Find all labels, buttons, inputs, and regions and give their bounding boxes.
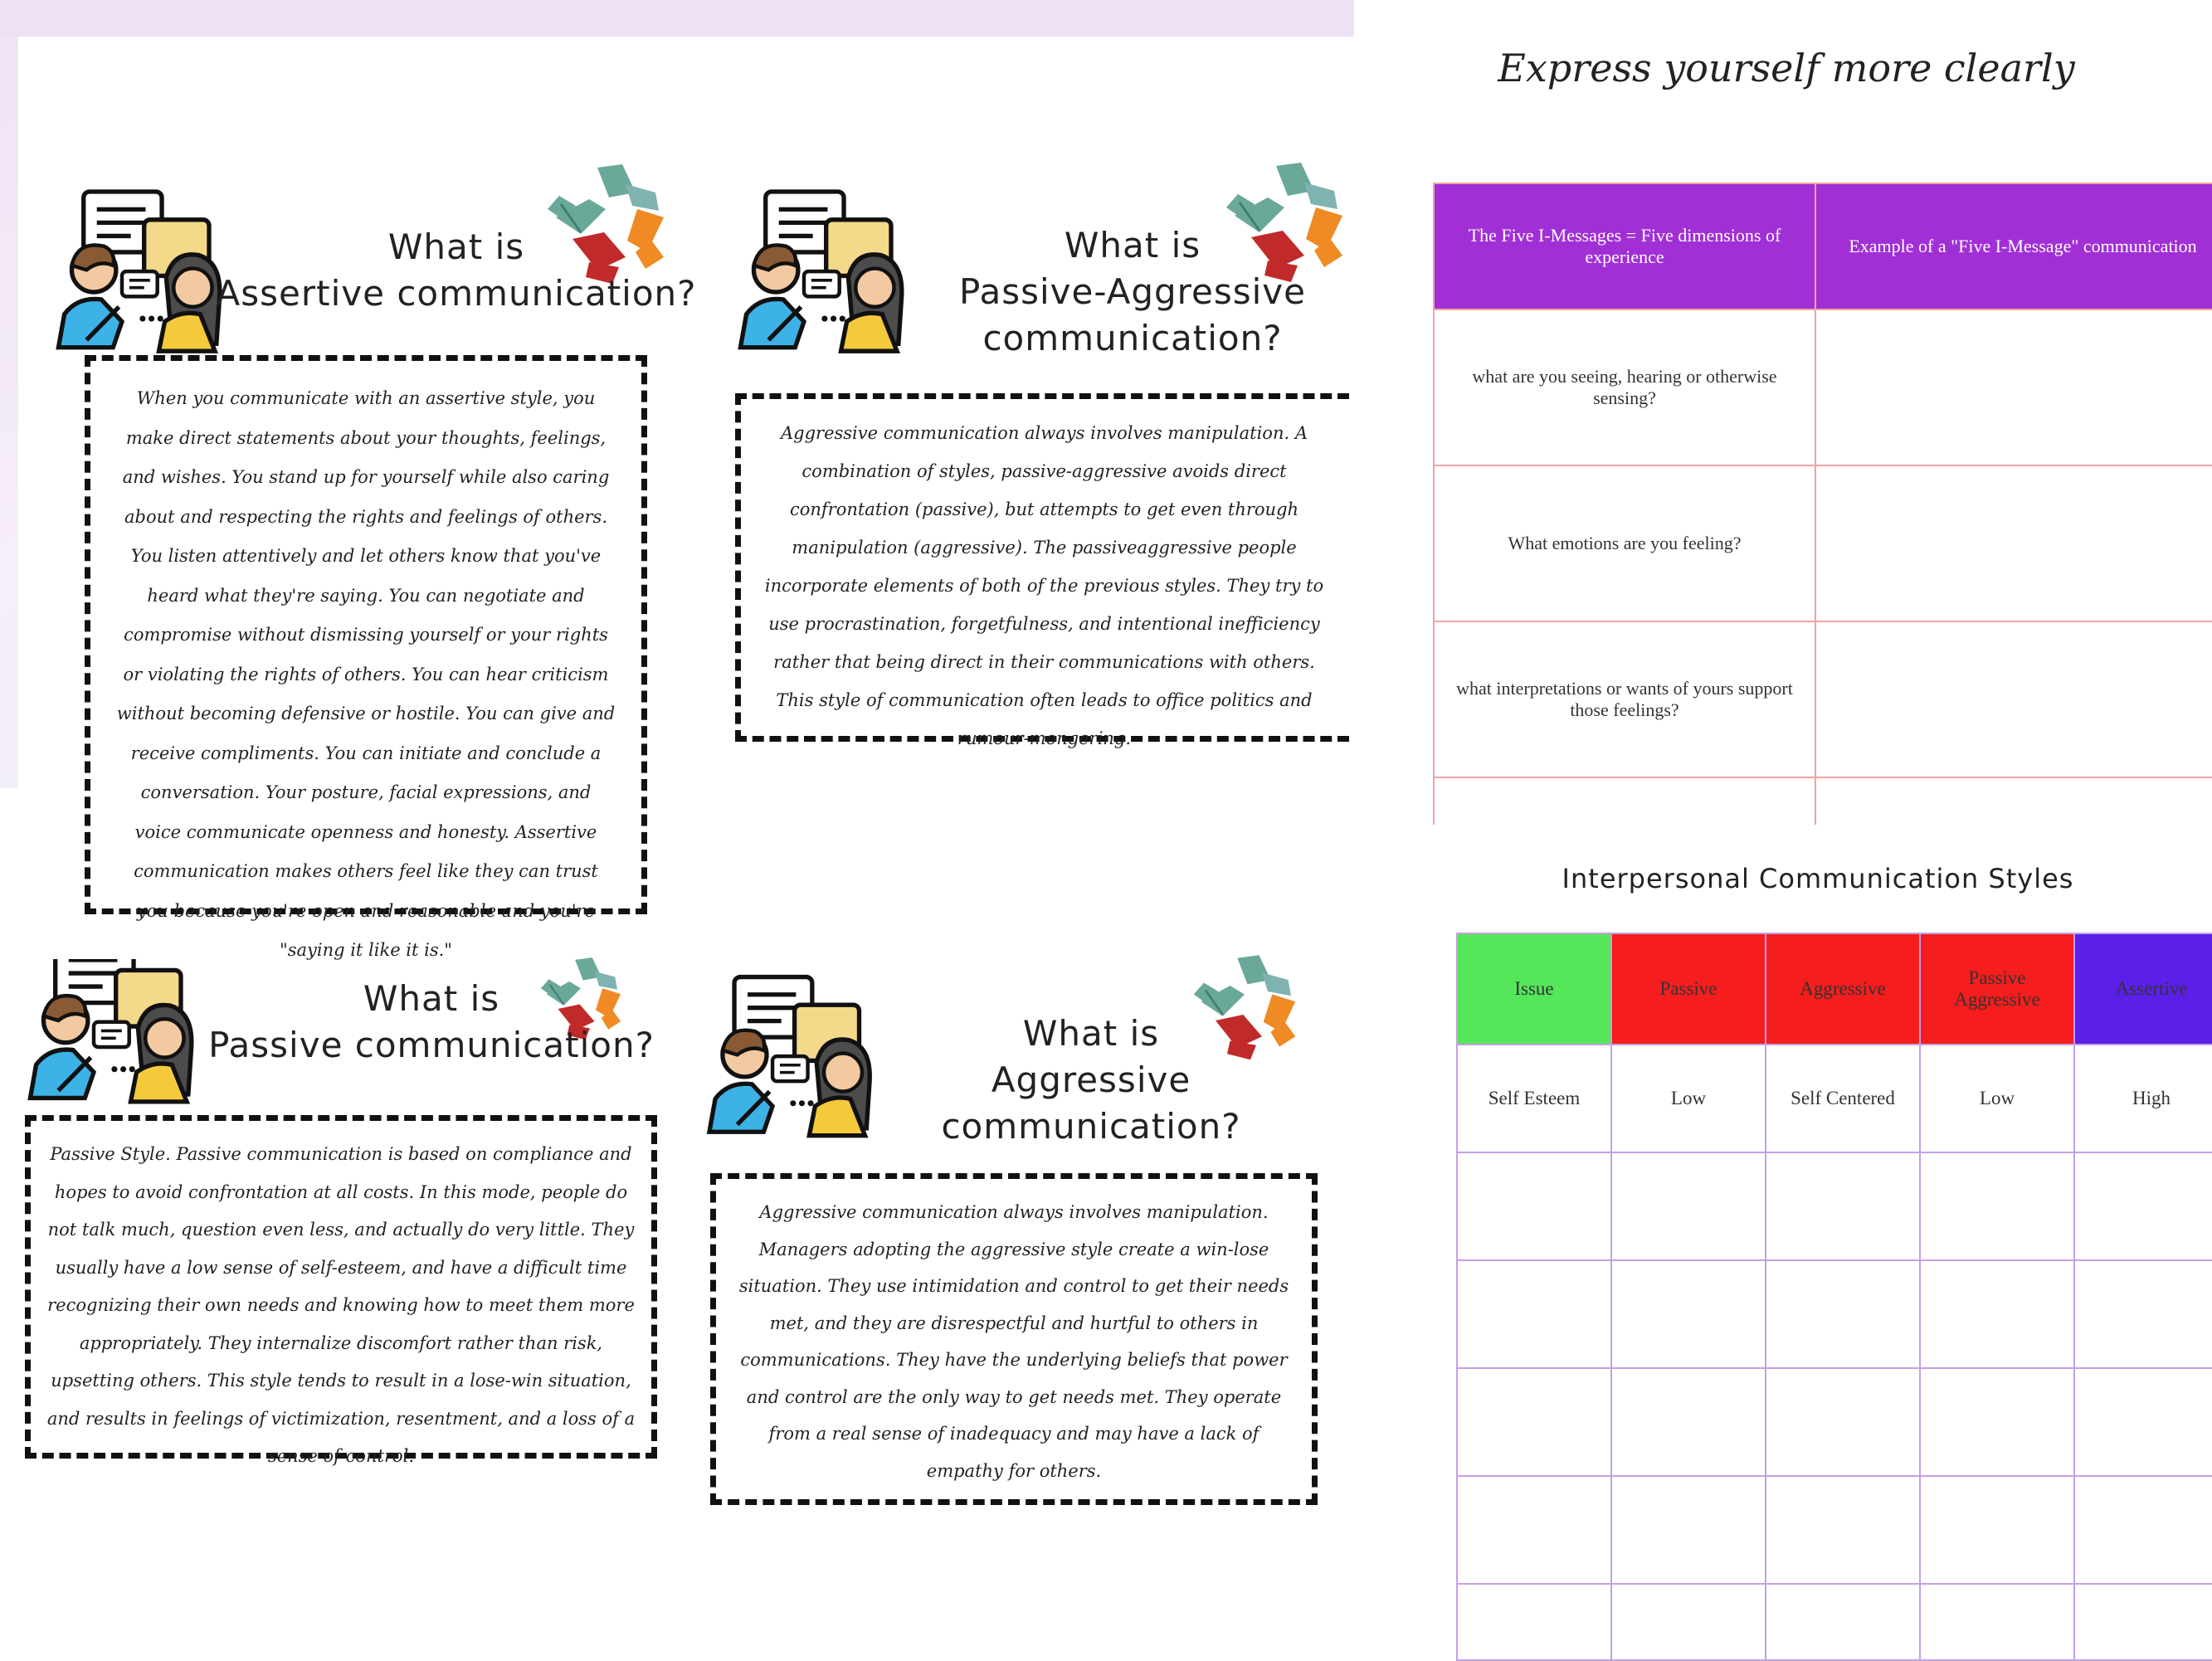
- aggressive-description: Aggressive communication always involves…: [738, 1202, 1289, 1481]
- aggressive-heading: What is Aggressive communication?: [941, 1013, 1241, 1147]
- table-cell: Self Centered: [1765, 1044, 1921, 1153]
- table-cell-empty[interactable]: [1610, 1259, 1766, 1369]
- table-cell: what are you seeing, hearing or otherwis…: [1433, 309, 1816, 466]
- passive-aggressive-heading: What is Passive-Aggressive communication…: [959, 225, 1306, 358]
- table-cell: High: [2073, 1044, 2212, 1153]
- table-cell-empty[interactable]: [1610, 1583, 1766, 1661]
- table-row: [1456, 1367, 2212, 1477]
- table-cell-empty[interactable]: [1815, 777, 2212, 825]
- styles-table-title: Interpersonal Communication Styles: [1562, 863, 2074, 894]
- table-cell-empty[interactable]: [2073, 1259, 2212, 1369]
- table-cell-empty[interactable]: [1815, 465, 2212, 622]
- table-row: what are you seeing, hearing or otherwis…: [1433, 309, 2212, 466]
- passive-aggressive-description-box: Aggressive communication always involves…: [735, 393, 1349, 748]
- communication-styles-table: Issue Passive Aggressive Passive Aggress…: [1456, 933, 2212, 1661]
- header-passive: Passive: [1610, 933, 1766, 1045]
- table-cell-empty[interactable]: [1765, 1152, 1921, 1261]
- table-cell-empty[interactable]: [1433, 777, 1816, 825]
- header-assertive: Assertive: [2073, 933, 2212, 1045]
- table-header-row: Issue Passive Aggressive Passive Aggress…: [1456, 933, 2212, 1045]
- table-row: Self Esteem Low Self Centered Low High: [1456, 1044, 2212, 1153]
- table-cell: Self Esteem: [1456, 1044, 1612, 1153]
- people-talking-icon: [48, 181, 222, 363]
- aggressive-description-box: Aggressive communication always involves…: [710, 1173, 1318, 1505]
- passive-aggressive-description: Aggressive communication always involves…: [764, 423, 1324, 748]
- table-cell-empty[interactable]: [1815, 621, 2212, 778]
- people-talking-icon: [730, 181, 904, 363]
- passive-description-box: Passive Style. Passive communication is …: [25, 1115, 657, 1466]
- assertive-description: When you communicate with an assertive s…: [116, 388, 616, 960]
- table-row: [1456, 1583, 2212, 1661]
- assertive-heading: What is Assertive communication?: [216, 226, 697, 314]
- table-header-row: The Five I-Messages = Five dimensions of…: [1433, 183, 2212, 310]
- table-cell-empty[interactable]: [1919, 1152, 2075, 1261]
- table-row: what interpretations or wants of yours s…: [1433, 621, 2212, 778]
- table-cell: what interpretations or wants of yours s…: [1433, 621, 1816, 778]
- table-row: [1456, 1259, 2212, 1369]
- table-cell-empty[interactable]: [2073, 1367, 2212, 1477]
- table-cell: Low: [1610, 1044, 1766, 1153]
- table-row: [1433, 777, 2212, 825]
- table-cell-empty[interactable]: [2073, 1583, 2212, 1661]
- table-cell-empty[interactable]: [1765, 1367, 1921, 1477]
- table-cell-empty[interactable]: [1456, 1152, 1612, 1261]
- header-issue: Issue: [1456, 933, 1612, 1045]
- table-cell-empty[interactable]: [1919, 1475, 2075, 1585]
- table-cell-empty[interactable]: [1815, 309, 2212, 466]
- table-cell-empty[interactable]: [1610, 1475, 1766, 1585]
- table-cell: What emotions are you feeling?: [1433, 465, 1816, 622]
- table-cell-empty[interactable]: [2073, 1475, 2212, 1585]
- assertive-description-box: When you communicate with an assertive s…: [85, 355, 647, 960]
- table-cell-empty[interactable]: [1919, 1583, 2075, 1661]
- table-cell-empty[interactable]: [1456, 1475, 1612, 1585]
- header-aggressive: Aggressive: [1765, 933, 1921, 1045]
- i-messages-title: Express yourself more clearly: [1498, 46, 2075, 90]
- table-cell-empty[interactable]: [2073, 1152, 2212, 1261]
- table-cell-empty[interactable]: [1610, 1152, 1766, 1261]
- passive-description: Passive Style. Passive communication is …: [46, 1144, 636, 1466]
- background-strip: [0, 0, 1354, 37]
- table-cell-empty[interactable]: [1919, 1367, 2075, 1477]
- passive-heading: What is Passive communication?: [208, 978, 655, 1065]
- table-row: [1456, 1475, 2212, 1585]
- people-talking-icon: [699, 974, 873, 1140]
- table-cell-empty[interactable]: [1456, 1259, 1612, 1369]
- table-cell-empty[interactable]: [1610, 1367, 1766, 1477]
- table-cell-empty[interactable]: [1765, 1583, 1921, 1661]
- people-talking-icon: [20, 959, 194, 1108]
- table-row: What emotions are you feeling?: [1433, 465, 2212, 622]
- table-cell: Low: [1919, 1044, 2075, 1153]
- table-cell-empty[interactable]: [1456, 1583, 1612, 1661]
- table-cell-empty[interactable]: [1765, 1475, 1921, 1585]
- column-header: The Five I-Messages = Five dimensions of…: [1433, 183, 1816, 310]
- table-cell-empty[interactable]: [1919, 1259, 2075, 1369]
- table-cell-empty[interactable]: [1456, 1367, 1612, 1477]
- i-messages-table: The Five I-Messages = Five dimensions of…: [1433, 183, 2212, 825]
- table-cell-empty[interactable]: [1765, 1259, 1921, 1369]
- column-header: Example of a "Five I-Message" communicat…: [1815, 183, 2212, 310]
- header-passive-aggressive: Passive Aggressive: [1919, 933, 2075, 1045]
- table-row: [1456, 1152, 2212, 1261]
- worksheet-page: [18, 37, 1354, 1659]
